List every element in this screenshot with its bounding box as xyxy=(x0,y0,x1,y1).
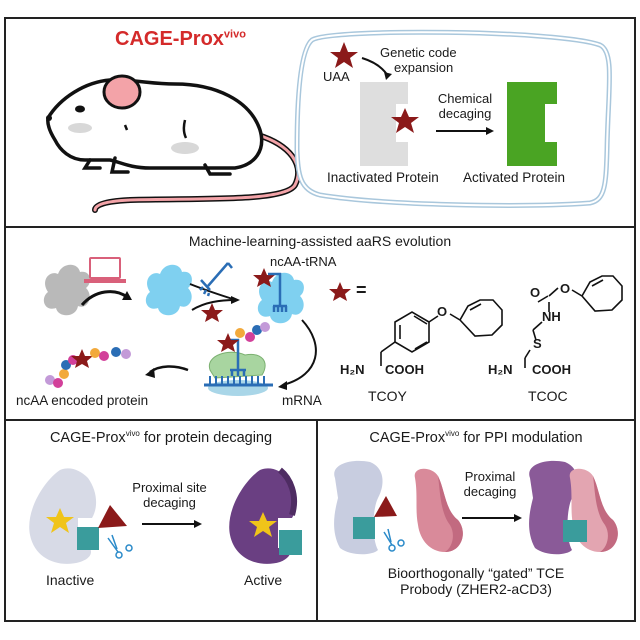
ncaa-encoded-protein-chain xyxy=(45,347,131,388)
charged-ncaa-star-icon xyxy=(253,268,275,287)
charged-trna-icon xyxy=(268,272,288,312)
ppi-title-prefix: CAGE-Prox xyxy=(369,430,446,446)
inactivated-protein-label: Inactivated Protein xyxy=(327,170,439,185)
gce-label: Genetic code expansion xyxy=(380,45,480,76)
inactive-yellow-star-icon xyxy=(46,508,74,533)
main-title-text: CAGE-Prox xyxy=(115,28,224,50)
main-title-sup: vivo xyxy=(223,28,246,41)
inactive-label: Inactive xyxy=(46,572,95,588)
protein-decaging-title-sup: vivo xyxy=(125,429,140,439)
inactive-teal-square xyxy=(77,527,99,550)
evolved-enzyme xyxy=(145,264,192,316)
chem-label-line2: decaging xyxy=(438,105,492,121)
ncaa-trna-label: ncAA-tRNA xyxy=(270,254,337,269)
proximal-site-line1: Proximal site xyxy=(132,480,207,495)
tcoy-ether-o: O xyxy=(437,304,448,319)
tcoc-amine: H₂N xyxy=(488,362,513,377)
proximal-site-line2: decaging xyxy=(143,494,196,510)
legend-equals: = xyxy=(356,280,367,300)
probody-teal-square xyxy=(353,517,375,539)
inactivated-protein-shape xyxy=(360,82,408,166)
legend-star-icon xyxy=(329,282,351,301)
free-trna-icon xyxy=(199,262,233,297)
aars-title: Machine-learning-assisted aaRS evolution xyxy=(188,233,452,249)
active-teal-square xyxy=(279,530,302,555)
gce-label-line1: Genetic code xyxy=(380,45,457,60)
grey-enzyme xyxy=(43,264,90,316)
tcoc-carbonyl-o: O xyxy=(530,285,541,300)
active-yellow-star-icon xyxy=(249,512,277,537)
protein-decaging-title-suffix: for protein decaging xyxy=(139,430,273,446)
proximal-site-decaging-label: Proximal site decaging xyxy=(122,480,217,511)
ppi-title-sup: vivo xyxy=(445,429,460,439)
tcoy-acid: COOH xyxy=(385,362,424,377)
ppi-title-suffix: for PPI modulation xyxy=(459,430,583,446)
pink-partner-protein xyxy=(414,468,463,552)
activated-protein-shape xyxy=(507,82,557,166)
ppi-modulation-title: CAGE-Proxvivo for PPI modulation xyxy=(316,430,636,447)
proximal-line2: decaging xyxy=(463,483,517,499)
arrow-to-evolved xyxy=(80,290,128,307)
free-ncaa-star-icon xyxy=(201,303,223,322)
probody-cage-triangle xyxy=(374,496,397,517)
inactive-probody-shape xyxy=(334,460,383,555)
activated-protein-label: Activated Protein xyxy=(463,170,566,185)
tcoc-acid: COOH xyxy=(532,362,571,377)
protein-decaging-title-prefix: CAGE-Prox xyxy=(49,430,126,446)
protein-decaging-title: CAGE-Proxvivo for protein decaging xyxy=(4,430,318,447)
ncaa-encoded-protein-label: ncAA encoded protein xyxy=(16,393,149,408)
mrna-strand xyxy=(204,376,273,387)
probody-scissors-icon xyxy=(383,528,405,552)
chem-label-line1: Chemical xyxy=(437,91,493,106)
tcoc-ester-o: O xyxy=(560,281,571,296)
peptide-star-icon xyxy=(217,333,239,352)
uaa-star-icon xyxy=(330,42,358,68)
caged-star-icon xyxy=(391,108,419,133)
active-label: Active xyxy=(244,572,283,588)
mouse-eye xyxy=(75,105,85,113)
proximal-decaging-label: Proximal decaging xyxy=(455,469,525,500)
tcoy-name: TCOY xyxy=(368,388,407,404)
tcoc-nh: NH xyxy=(542,309,561,324)
laptop-icon xyxy=(89,257,121,279)
gce-label-line2: expansion xyxy=(394,59,454,75)
probody-caption-line2: Probody (ZHER2-aCD3) xyxy=(400,581,552,598)
chemical-decaging-label: Chemical decaging xyxy=(425,91,505,122)
tcoc-name: TCOC xyxy=(528,388,568,404)
scissors-icon xyxy=(107,534,133,559)
tcoy-amine: H₂N xyxy=(340,362,365,377)
mouse-ear xyxy=(102,74,142,110)
main-title: CAGE-Proxvivo xyxy=(115,28,246,51)
proximal-line1: Proximal xyxy=(464,469,516,484)
uaa-label: UAA xyxy=(323,69,350,84)
tcoc-sulfur: S xyxy=(533,336,542,351)
active-probody-teal-square xyxy=(563,520,587,542)
cage-triangle xyxy=(98,505,127,528)
probody-caption: Bioorthogonally “gated” TCE Probody (ZHE… xyxy=(316,565,636,597)
probody-caption-line1: Bioorthogonally “gated” TCE xyxy=(387,565,565,581)
mrna-label: mRNA xyxy=(282,393,322,408)
